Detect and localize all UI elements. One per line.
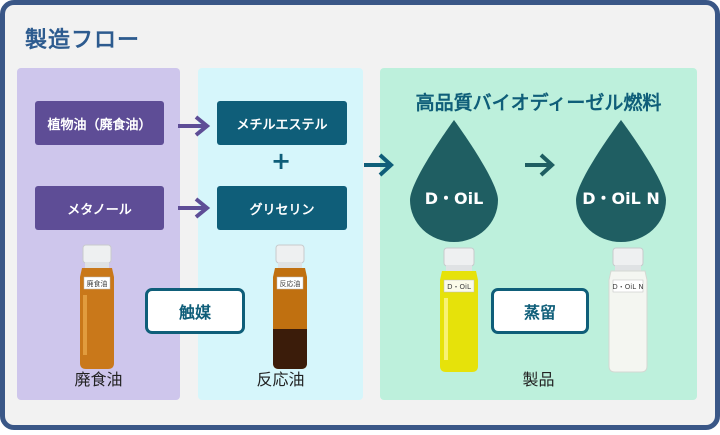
methyl-ester-box: メチルエステル xyxy=(217,101,347,145)
panel-label-waste-oil: 廃食油 xyxy=(74,370,123,389)
bottle-label-reacted-oil: 反応油 xyxy=(280,279,301,288)
glycerin-box: グリセリン xyxy=(217,186,347,230)
arrow-right-icon xyxy=(364,153,394,177)
methanol-box: メタノール xyxy=(35,186,164,230)
panel-label-reaction-oil: 反応油 xyxy=(256,370,305,389)
catalyst-label: 触媒 xyxy=(145,288,245,334)
product-title: 高品質バイオディーゼル燃料 xyxy=(415,92,662,114)
panel-label-product: 製品 xyxy=(522,370,555,389)
drop-label-d-oil: D・OiL xyxy=(424,189,484,208)
bottle-label-d-oil-n: D・OiL N xyxy=(612,283,643,291)
waste-oil-bottle: 廃食油 xyxy=(80,244,114,369)
d-oil-n-bottle: D・OiL N xyxy=(608,247,648,373)
vegetable-oil-box: 植物油（廃食油） xyxy=(35,101,164,145)
plus-sign: + xyxy=(270,147,292,175)
page-title: 製造フロー xyxy=(25,28,141,53)
drop-icon xyxy=(576,120,666,242)
arrow-right-icon xyxy=(525,153,555,177)
drop-icon xyxy=(410,120,498,242)
reacted-oil-bottle: 反応油 xyxy=(273,244,307,369)
d-oil-bottle: D・OiL xyxy=(440,247,478,372)
arrow-right-icon xyxy=(178,115,211,137)
drop-label-d-oil-n: D・OiL N xyxy=(582,189,660,208)
arrow-right-icon xyxy=(178,197,211,219)
bottle-label-waste-oil: 廃食油 xyxy=(87,279,108,288)
bottle-label-d-oil: D・OiL xyxy=(447,283,471,291)
distillation-label: 蒸留 xyxy=(491,288,589,334)
